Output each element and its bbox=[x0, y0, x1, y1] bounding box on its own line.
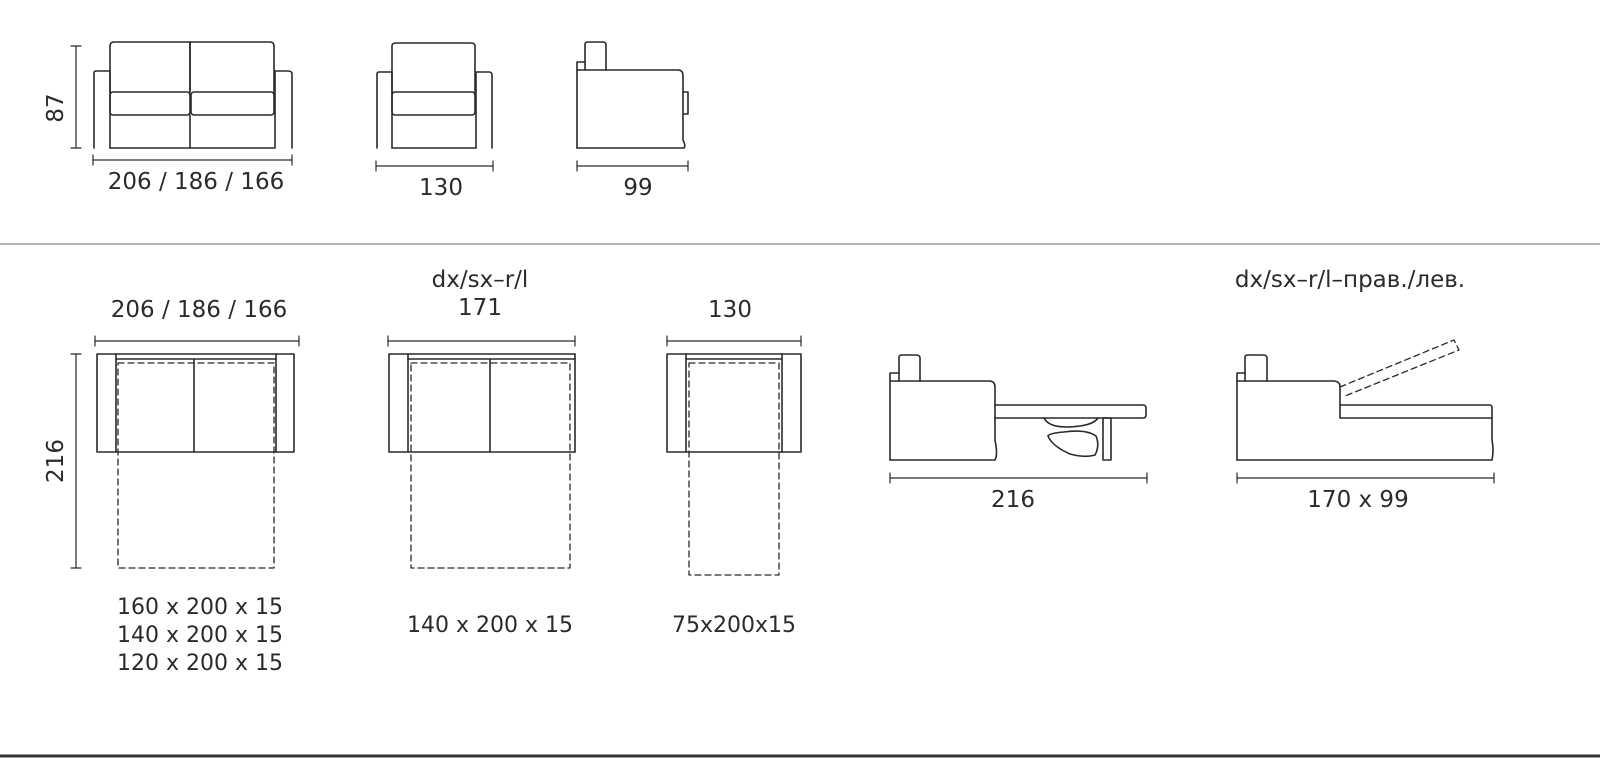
sofa-side-view bbox=[576, 41, 689, 149]
corner-width-dimension-line bbox=[387, 335, 576, 347]
armchair-width-dimension-line bbox=[375, 160, 494, 172]
open-length-dimension-line bbox=[889, 472, 1148, 484]
single-bed-top-view bbox=[666, 353, 802, 576]
bed-length-dimension-line bbox=[70, 353, 82, 569]
mattress-size-2: 140 x 200 x 15 bbox=[117, 623, 283, 648]
open-length-label: 216 bbox=[991, 487, 1035, 513]
sofabed-width-label: 206 / 186 / 166 bbox=[110, 297, 288, 323]
height-dimension-line bbox=[70, 45, 82, 149]
chaise-heading: dx/sx–r/l–прав./лев. bbox=[1234, 267, 1466, 293]
sofabed-top-view bbox=[96, 353, 295, 569]
corner-width-label: 171 bbox=[458, 295, 502, 321]
sofa-width-dimension-line bbox=[92, 154, 293, 166]
sofabed-width-dimension-line bbox=[94, 335, 300, 347]
mattress-size-3: 120 x 200 x 15 bbox=[117, 651, 283, 676]
corner-heading: dx/sx–r/l bbox=[431, 267, 529, 293]
sofa-front-view bbox=[93, 41, 293, 149]
side-depth-label: 99 bbox=[623, 175, 653, 201]
single-width-dimension-line bbox=[666, 335, 802, 347]
armchair-front-view bbox=[376, 42, 493, 149]
corner-mattress-label: 140 x 200 x 15 bbox=[407, 613, 573, 638]
chaise-side-view bbox=[1236, 339, 1494, 461]
armchair-width-label: 130 bbox=[419, 175, 463, 201]
sofabed-mattress-sizes: 160 x 200 x 15 140 x 200 x 15 120 x 200 … bbox=[117, 594, 283, 678]
height-label: 87 bbox=[43, 93, 69, 123]
chaise-size-label: 170 x 99 bbox=[1307, 487, 1409, 513]
single-width-label: 130 bbox=[708, 297, 752, 323]
corner-sofabed-top-view bbox=[388, 353, 576, 569]
mattress-size-1: 160 x 200 x 15 bbox=[117, 595, 283, 620]
depth-dimension-line bbox=[576, 160, 689, 172]
sofa-width-label: 206 / 186 / 166 bbox=[107, 169, 285, 195]
chaise-size-dimension-line bbox=[1236, 472, 1495, 484]
open-sofabed-side-view bbox=[889, 354, 1147, 461]
bed-length-label: 216 bbox=[43, 439, 69, 483]
single-mattress-label: 75x200x15 bbox=[671, 613, 797, 638]
